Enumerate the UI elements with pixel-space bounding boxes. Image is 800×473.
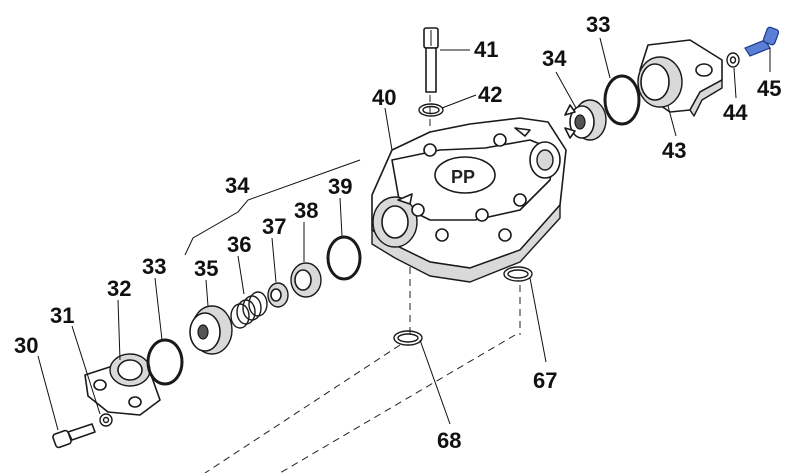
washer-44 (726, 52, 740, 68)
bolt-41 (423, 27, 439, 93)
callout-37: 37 (262, 214, 286, 239)
callout-35: 35 (194, 256, 218, 281)
callout-33-left: 33 (142, 254, 166, 279)
callout-labels: 30 31 32 33 34 35 36 37 38 39 40 41 42 3… (14, 12, 781, 453)
callout-40: 40 (372, 85, 396, 110)
svg-text:PP: PP (451, 167, 475, 187)
axis-68-diagonal (204, 344, 401, 473)
valve-cover-32 (84, 353, 161, 416)
callout-45: 45 (757, 76, 781, 101)
callout-32: 32 (107, 276, 131, 301)
callout-43: 43 (662, 138, 686, 163)
bolt-45 (744, 26, 780, 57)
valve-assembly-right (564, 99, 607, 141)
oring-33-right (603, 74, 641, 126)
valve-cover-43 (637, 39, 723, 117)
valve-35 (189, 305, 233, 355)
callout-38: 38 (294, 198, 318, 223)
seat-38 (290, 262, 322, 298)
oring-67 (503, 266, 533, 282)
axis-67-diagonal (279, 334, 516, 473)
callout-68: 68 (437, 428, 461, 453)
oring-39 (326, 235, 362, 281)
callout-33-right: 33 (586, 12, 610, 37)
callout-39: 39 (328, 174, 352, 199)
callout-41: 41 (474, 37, 498, 62)
oring-33-left (146, 338, 184, 386)
assembly-axes (204, 95, 521, 473)
leader-lines (37, 37, 771, 431)
oring-42 (418, 103, 444, 117)
washer-31 (99, 413, 113, 427)
oring-68 (393, 330, 423, 346)
bracket-34-left (184, 159, 361, 256)
callout-31: 31 (50, 303, 74, 328)
callout-34-left: 34 (225, 173, 250, 198)
callout-67: 67 (533, 368, 557, 393)
bolt-30 (52, 423, 96, 449)
pump-head-body: PP (371, 117, 567, 283)
spring-36 (230, 291, 268, 329)
callout-44: 44 (723, 100, 748, 125)
callout-42: 42 (478, 82, 502, 107)
callout-34-right: 34 (542, 46, 567, 71)
callout-36: 36 (227, 232, 251, 257)
seat-37 (267, 282, 289, 308)
callout-30: 30 (14, 333, 38, 358)
